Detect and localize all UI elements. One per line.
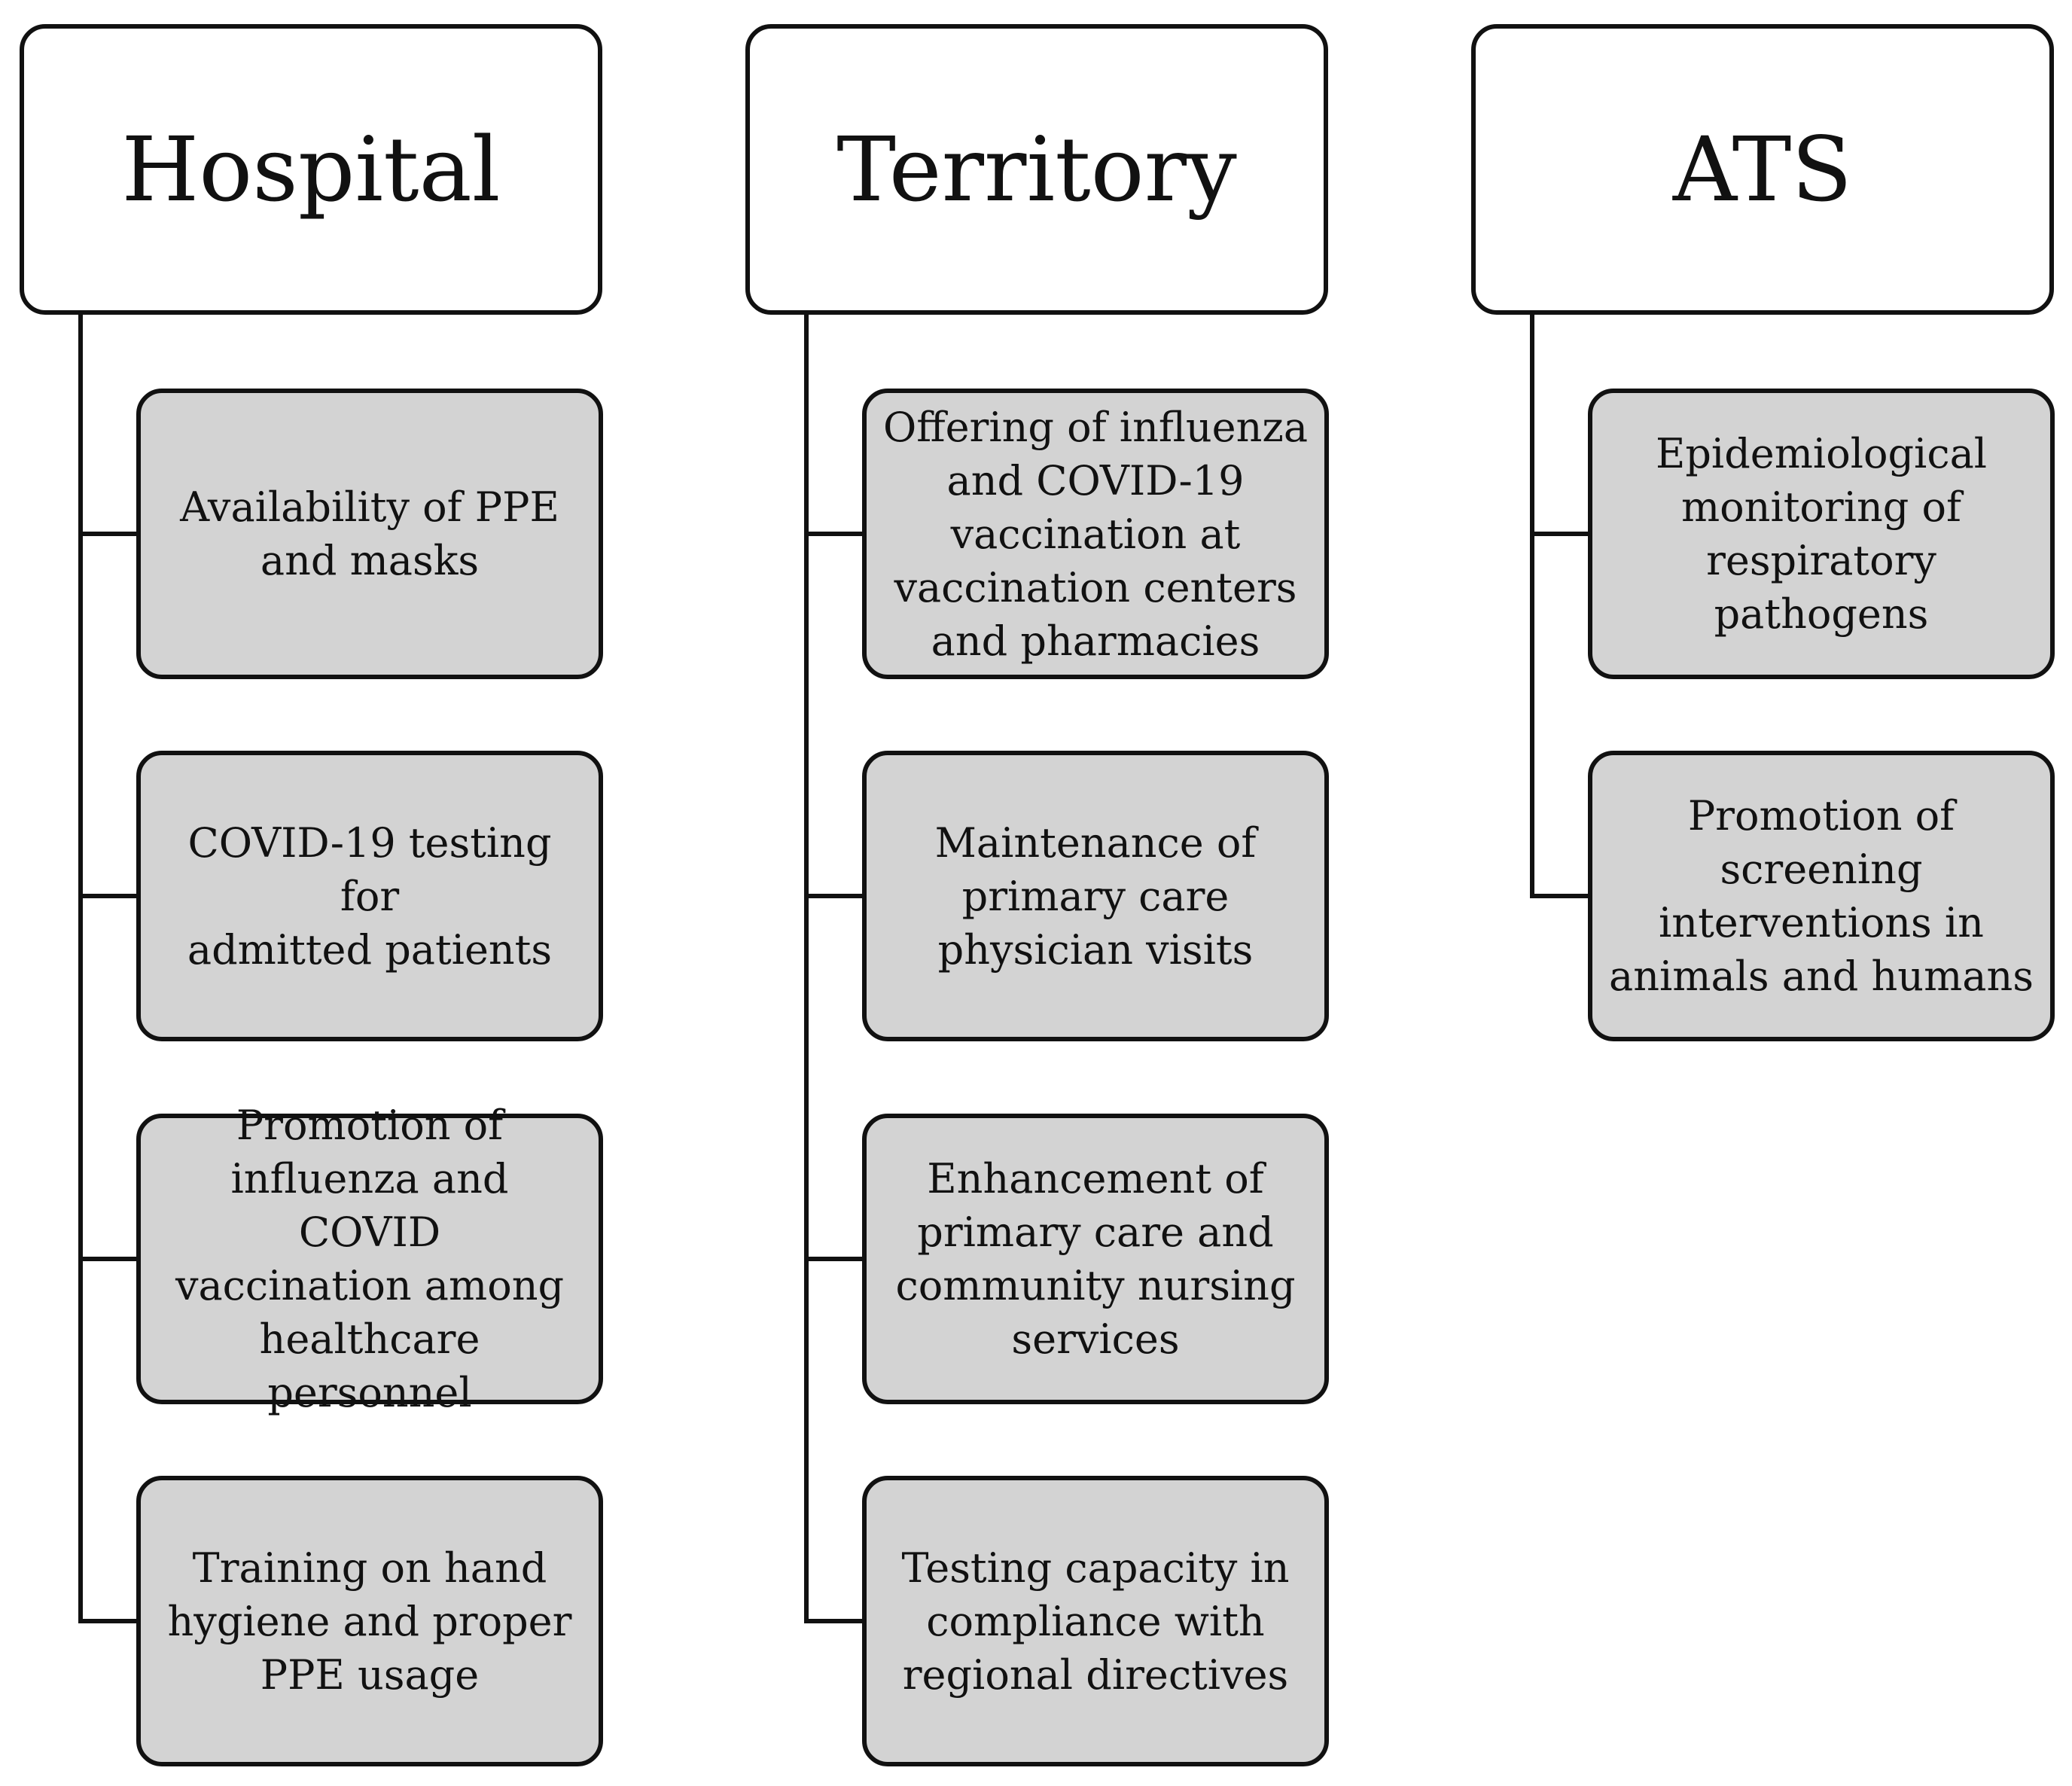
hospital-item-text: Promotion of influenza and COVID vaccina… (175, 1102, 565, 1416)
hospital-item-box: Availability of PPE and masks (136, 389, 603, 679)
territory-item-box: Offering of influenza and COVID-19 vacci… (862, 389, 1329, 679)
hospital-header-box: Hospital (20, 24, 602, 315)
territory-item-text: Maintenance of primary care physician vi… (934, 818, 1257, 974)
ats-item-box: Epidemiological monitoring of respirator… (1588, 389, 2055, 679)
territory-item-text: Offering of influenza and COVID-19 vacci… (882, 403, 1309, 665)
ats-item-text: Epidemiological monitoring of respirator… (1655, 430, 1988, 638)
ats-item-text: Promotion of screening interventions in … (1609, 792, 2034, 1000)
territory-item-text: Testing capacity in compliance with regi… (901, 1544, 1290, 1699)
territory-header-box: Territory (745, 24, 1328, 315)
territory-item-box: Testing capacity in compliance with regi… (862, 1476, 1329, 1766)
territory-item-box: Enhancement of primary care and communit… (862, 1114, 1329, 1404)
hospital-header-label: Hospital (121, 117, 501, 221)
territory-item-box: Maintenance of primary care physician vi… (862, 751, 1329, 1041)
hospital-item-box: Training on hand hygiene and proper PPE … (136, 1476, 603, 1766)
hospital-item-text: Availability of PPE and masks (180, 483, 559, 584)
ats-header-box: ATS (1471, 24, 2054, 315)
territory-item-text: Enhancement of primary care and communit… (895, 1155, 1296, 1363)
ats-header-label: ATS (1672, 117, 1853, 221)
territory-header-label: Territory (836, 117, 1237, 221)
hospital-item-text: Training on hand hygiene and proper PPE … (167, 1544, 572, 1699)
hospital-item-text: COVID-19 testing for admitted patients (187, 818, 553, 974)
hospital-item-box: Promotion of influenza and COVID vaccina… (136, 1102, 603, 1416)
ats-item-box: Promotion of screening interventions in … (1588, 751, 2055, 1041)
hospital-item-box: COVID-19 testing for admitted patients (136, 751, 603, 1041)
